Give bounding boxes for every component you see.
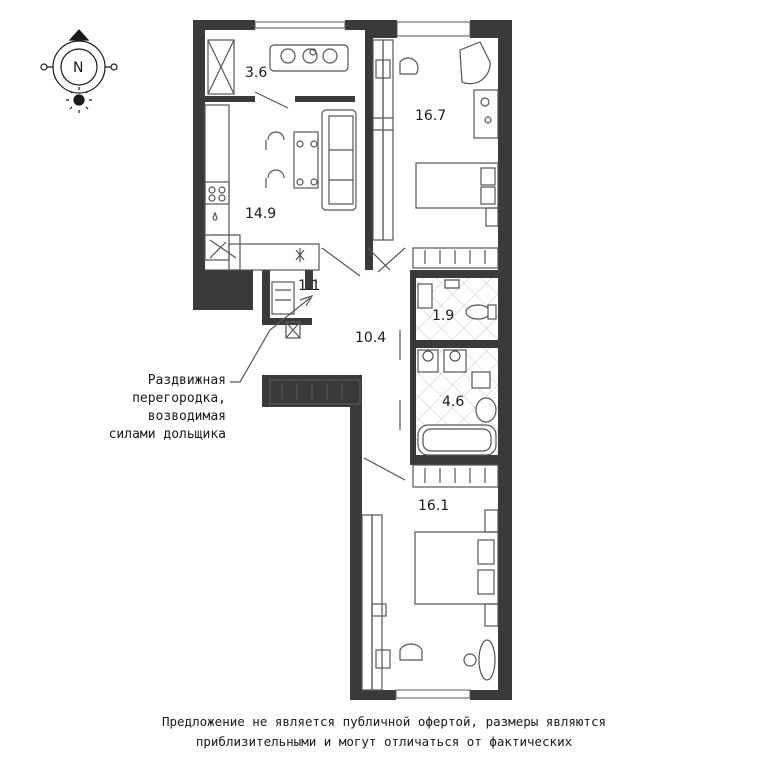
partition-note-line: Раздвижная <box>147 373 226 388</box>
windows <box>254 21 471 699</box>
partition-note-line: силами дольщика <box>108 427 226 442</box>
compass-north-label: N <box>73 60 83 76</box>
disclaimer-line: Предложение не является публичной оферто… <box>161 714 606 729</box>
area-kitchen-living: 14.9 <box>245 206 276 222</box>
partition-note-line: возводимая <box>147 409 226 424</box>
balcony-furniture <box>207 39 349 95</box>
north-arrow-icon <box>68 29 90 41</box>
area-balcony: 3.6 <box>245 65 267 81</box>
kitchen-furniture <box>204 91 357 271</box>
area-bedroom-top: 16.7 <box>415 108 446 124</box>
area-storage: 1.1 <box>298 278 320 294</box>
doors <box>321 247 406 481</box>
bathroom-fixtures <box>417 349 497 456</box>
area-hall: 10.4 <box>355 330 386 346</box>
bedroom-top-furniture <box>367 39 499 271</box>
room-labels: 3.6 16.7 14.9 1.1 10.4 1.9 4.6 16.1 <box>245 65 464 514</box>
partition-arrow <box>230 294 314 383</box>
disclaimer-line: приблизительными и могут отличаться от ф… <box>195 734 573 749</box>
compass: N <box>40 29 118 113</box>
partition-note: Раздвижная перегородка, возводимая силам… <box>60 372 226 444</box>
partition-note-line: перегородка, <box>132 391 226 406</box>
storage-unit <box>271 281 301 339</box>
area-bathroom: 4.6 <box>442 394 464 410</box>
sun-icon <box>66 87 92 113</box>
disclaimer: Предложение не является публичной оферто… <box>0 712 768 752</box>
area-toilet: 1.9 <box>432 308 454 324</box>
area-bedroom-bottom: 16.1 <box>418 498 449 514</box>
bedroom-bottom-furniture <box>361 509 499 691</box>
toilet-fixtures <box>417 279 497 320</box>
wardrobes <box>269 247 499 488</box>
